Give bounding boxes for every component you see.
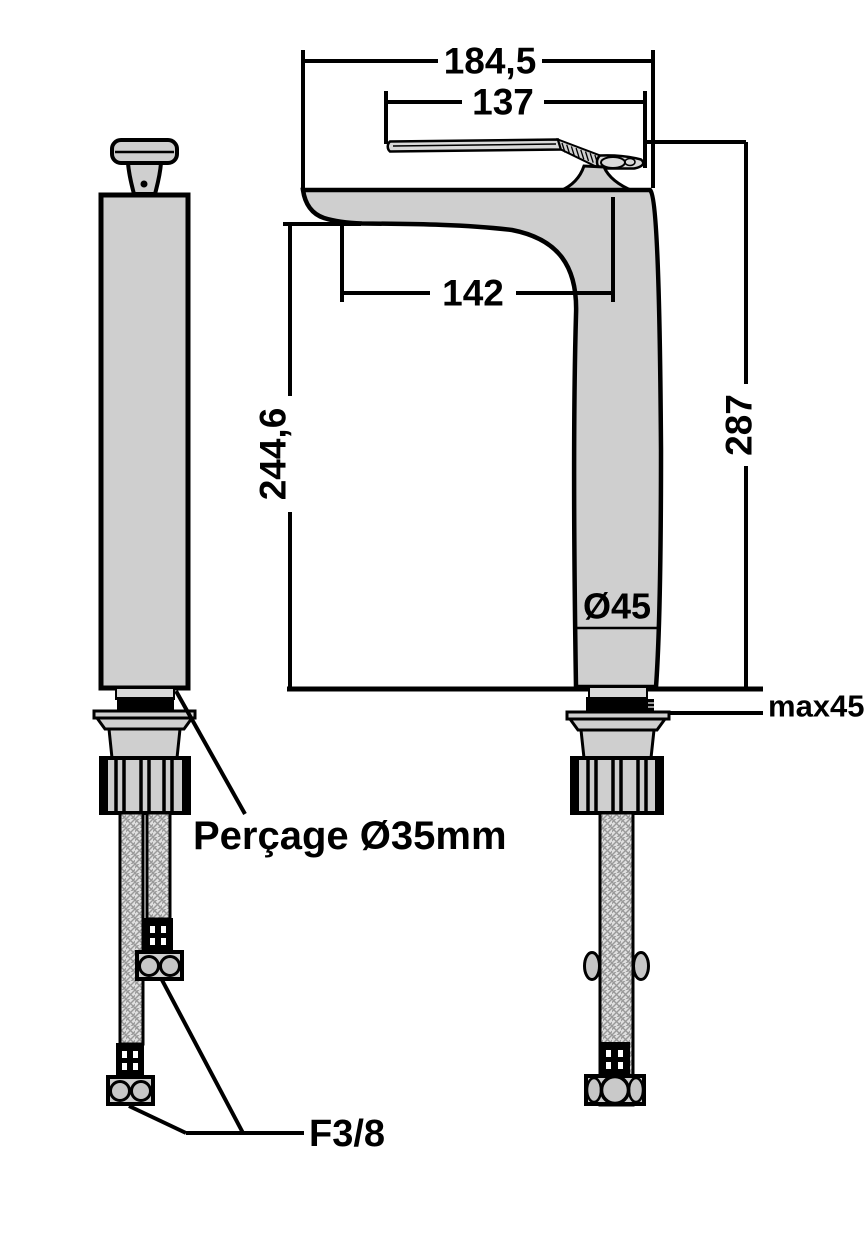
drill-leader (174, 690, 247, 815)
supply-hose-short (145, 811, 172, 921)
connector-leader-left (128, 1104, 187, 1135)
mount-collar-front (579, 728, 656, 760)
dim-offset-label: 142 (442, 273, 504, 314)
hose-nut-long (106, 1075, 155, 1106)
mount-flange-skirt-front (567, 717, 668, 732)
hose-crimp-long (116, 1043, 144, 1077)
mount-nut-side (99, 756, 191, 815)
hose-crimp-short (143, 918, 173, 952)
dim-spout-length-label: 137 (472, 82, 534, 123)
gasket-thread (648, 699, 654, 711)
rear-hose-nut-left (583, 951, 601, 981)
lever-grip-knurl (556, 137, 601, 171)
dim-total-height-label: 287 (719, 394, 760, 456)
rear-hose-nut-right (632, 951, 650, 981)
max-mount-label: max45 (768, 689, 865, 724)
side-view (92, 138, 197, 1106)
mount-gasket-front (586, 697, 648, 713)
lever-bar-edge (392, 143, 557, 147)
handle-stem-pin (140, 180, 148, 188)
mount-neck-front (588, 686, 648, 699)
supply-hose-long (118, 811, 145, 1046)
drill-label: Perçage Ø35mm (193, 814, 507, 858)
body-diameter-label: Ø45 (583, 586, 651, 627)
hose-nut-short (135, 950, 184, 981)
dim-underspout-height-label: 244,6 (253, 408, 294, 501)
mount-collar-side (107, 727, 182, 760)
knurl-hatching (561, 142, 599, 165)
hose-crimp-front (599, 1042, 630, 1076)
mount-flange-skirt-side (94, 716, 195, 731)
lever-cap-detail-small (624, 157, 636, 167)
mount-gasket-side (117, 697, 174, 712)
annotations: 184,5 137 142 244,6 287 max45 Perçage Ø3… (128, 41, 865, 1155)
faucet-body-side (98, 192, 191, 691)
dim-total-width-label: 184,5 (444, 41, 537, 82)
handle-lever (386, 137, 645, 171)
hose-nut-front (584, 1074, 646, 1106)
connector-label: F3/8 (309, 1113, 385, 1155)
handle-stem (125, 161, 164, 196)
mount-nut-front (570, 756, 664, 815)
connector-leader-right (160, 979, 245, 1134)
